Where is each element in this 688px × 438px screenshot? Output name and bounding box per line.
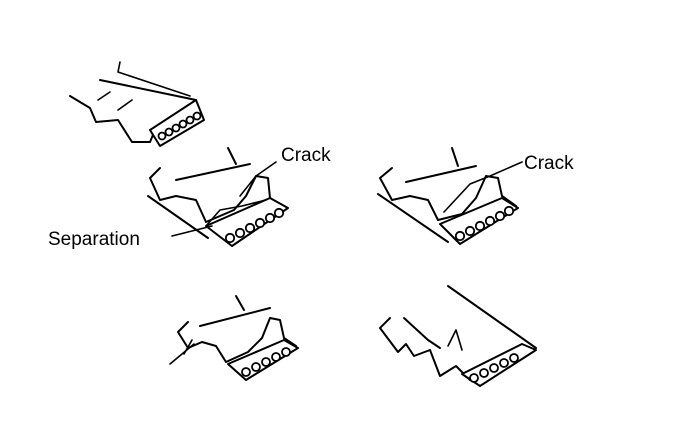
belt-crack-separation	[147, 147, 289, 247]
belt-worn-ribs	[169, 295, 299, 381]
belt-normal	[69, 61, 205, 147]
belt-rib-separation	[379, 285, 537, 387]
crack-label-left: Crack	[281, 145, 331, 166]
belt-crack	[377, 147, 523, 245]
separation-label: Separation	[48, 229, 140, 250]
crack-label-right: Crack	[524, 153, 574, 174]
